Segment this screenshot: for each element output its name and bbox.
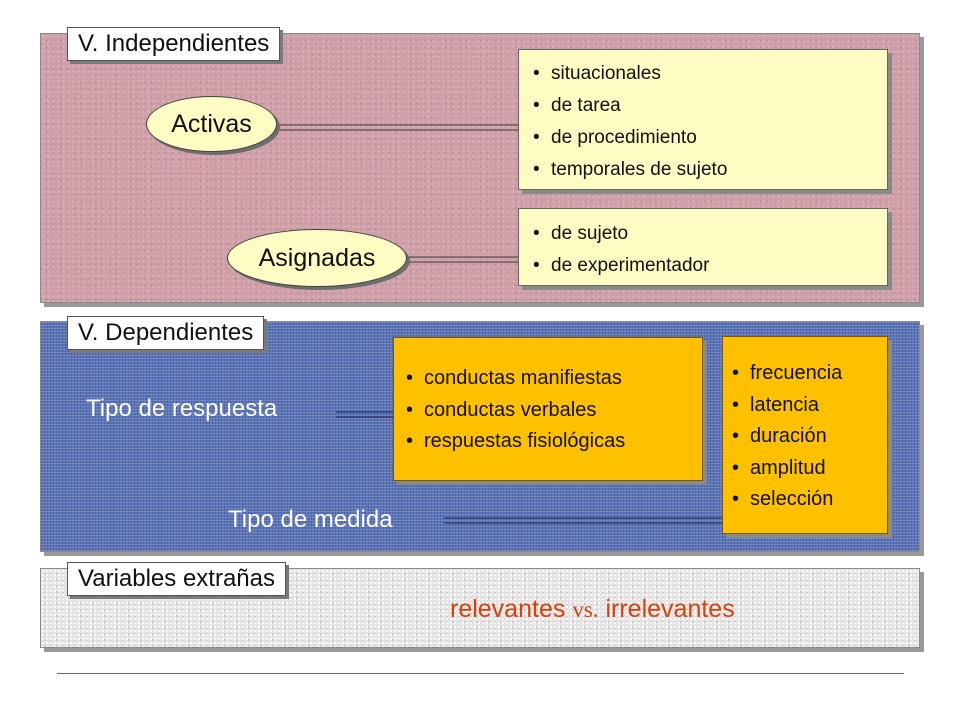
list-item: respuestas fisiológicas [406,426,702,458]
tipo-respuesta-box: conductas manifiestas conductas verbales… [393,337,703,481]
vs-text: vs. [572,597,599,622]
independientes-title: V. Independientes [67,27,281,61]
tipo-respuesta-list: conductas manifiestas conductas verbales… [406,363,702,458]
asignadas-box: de sujeto de experimentador [518,208,888,286]
irrelevantes-text: irrelevantes [605,595,735,623]
tipo-medida-list: frecuencia latencia duración amplitud se… [732,358,887,516]
tipo-medida-box: frecuencia latencia duración amplitud se… [722,336,888,534]
list-item: de experimentador [533,250,887,282]
list-item: situacionales [533,58,887,90]
asignadas-label: Asignadas [258,243,376,272]
activas-ellipse: Activas [146,96,277,152]
bottom-divider [57,673,904,674]
list-item: conductas verbales [406,395,702,427]
list-item: selección [732,484,887,516]
list-item: conductas manifiestas [406,363,702,395]
tipo-medida-label: Tipo de medida [228,506,393,533]
relevantes-vs-irrelevantes: relevantes vs. irrelevantes [450,595,735,624]
list-item: de sujeto [533,218,887,250]
tipo-respuesta-label: Tipo de respuesta [86,395,278,422]
list-item: de tarea [533,90,887,122]
asignadas-list: de sujeto de experimentador [533,218,887,282]
list-item: duración [732,421,887,453]
list-item: latencia [732,390,887,422]
list-item: amplitud [732,453,887,485]
activas-list: situacionales de tarea de procedimiento … [533,58,887,186]
list-item: temporales de sujeto [533,154,887,186]
activas-label: Activas [171,109,252,138]
list-item: frecuencia [732,358,887,390]
relevantes-text: relevantes [450,595,566,623]
extranas-title: Variables extrañas [67,562,286,596]
dependientes-title: V. Dependientes [67,316,265,350]
asignadas-ellipse: Asignadas [227,229,407,287]
activas-box: situacionales de tarea de procedimiento … [518,49,888,190]
list-item: de procedimiento [533,122,887,154]
